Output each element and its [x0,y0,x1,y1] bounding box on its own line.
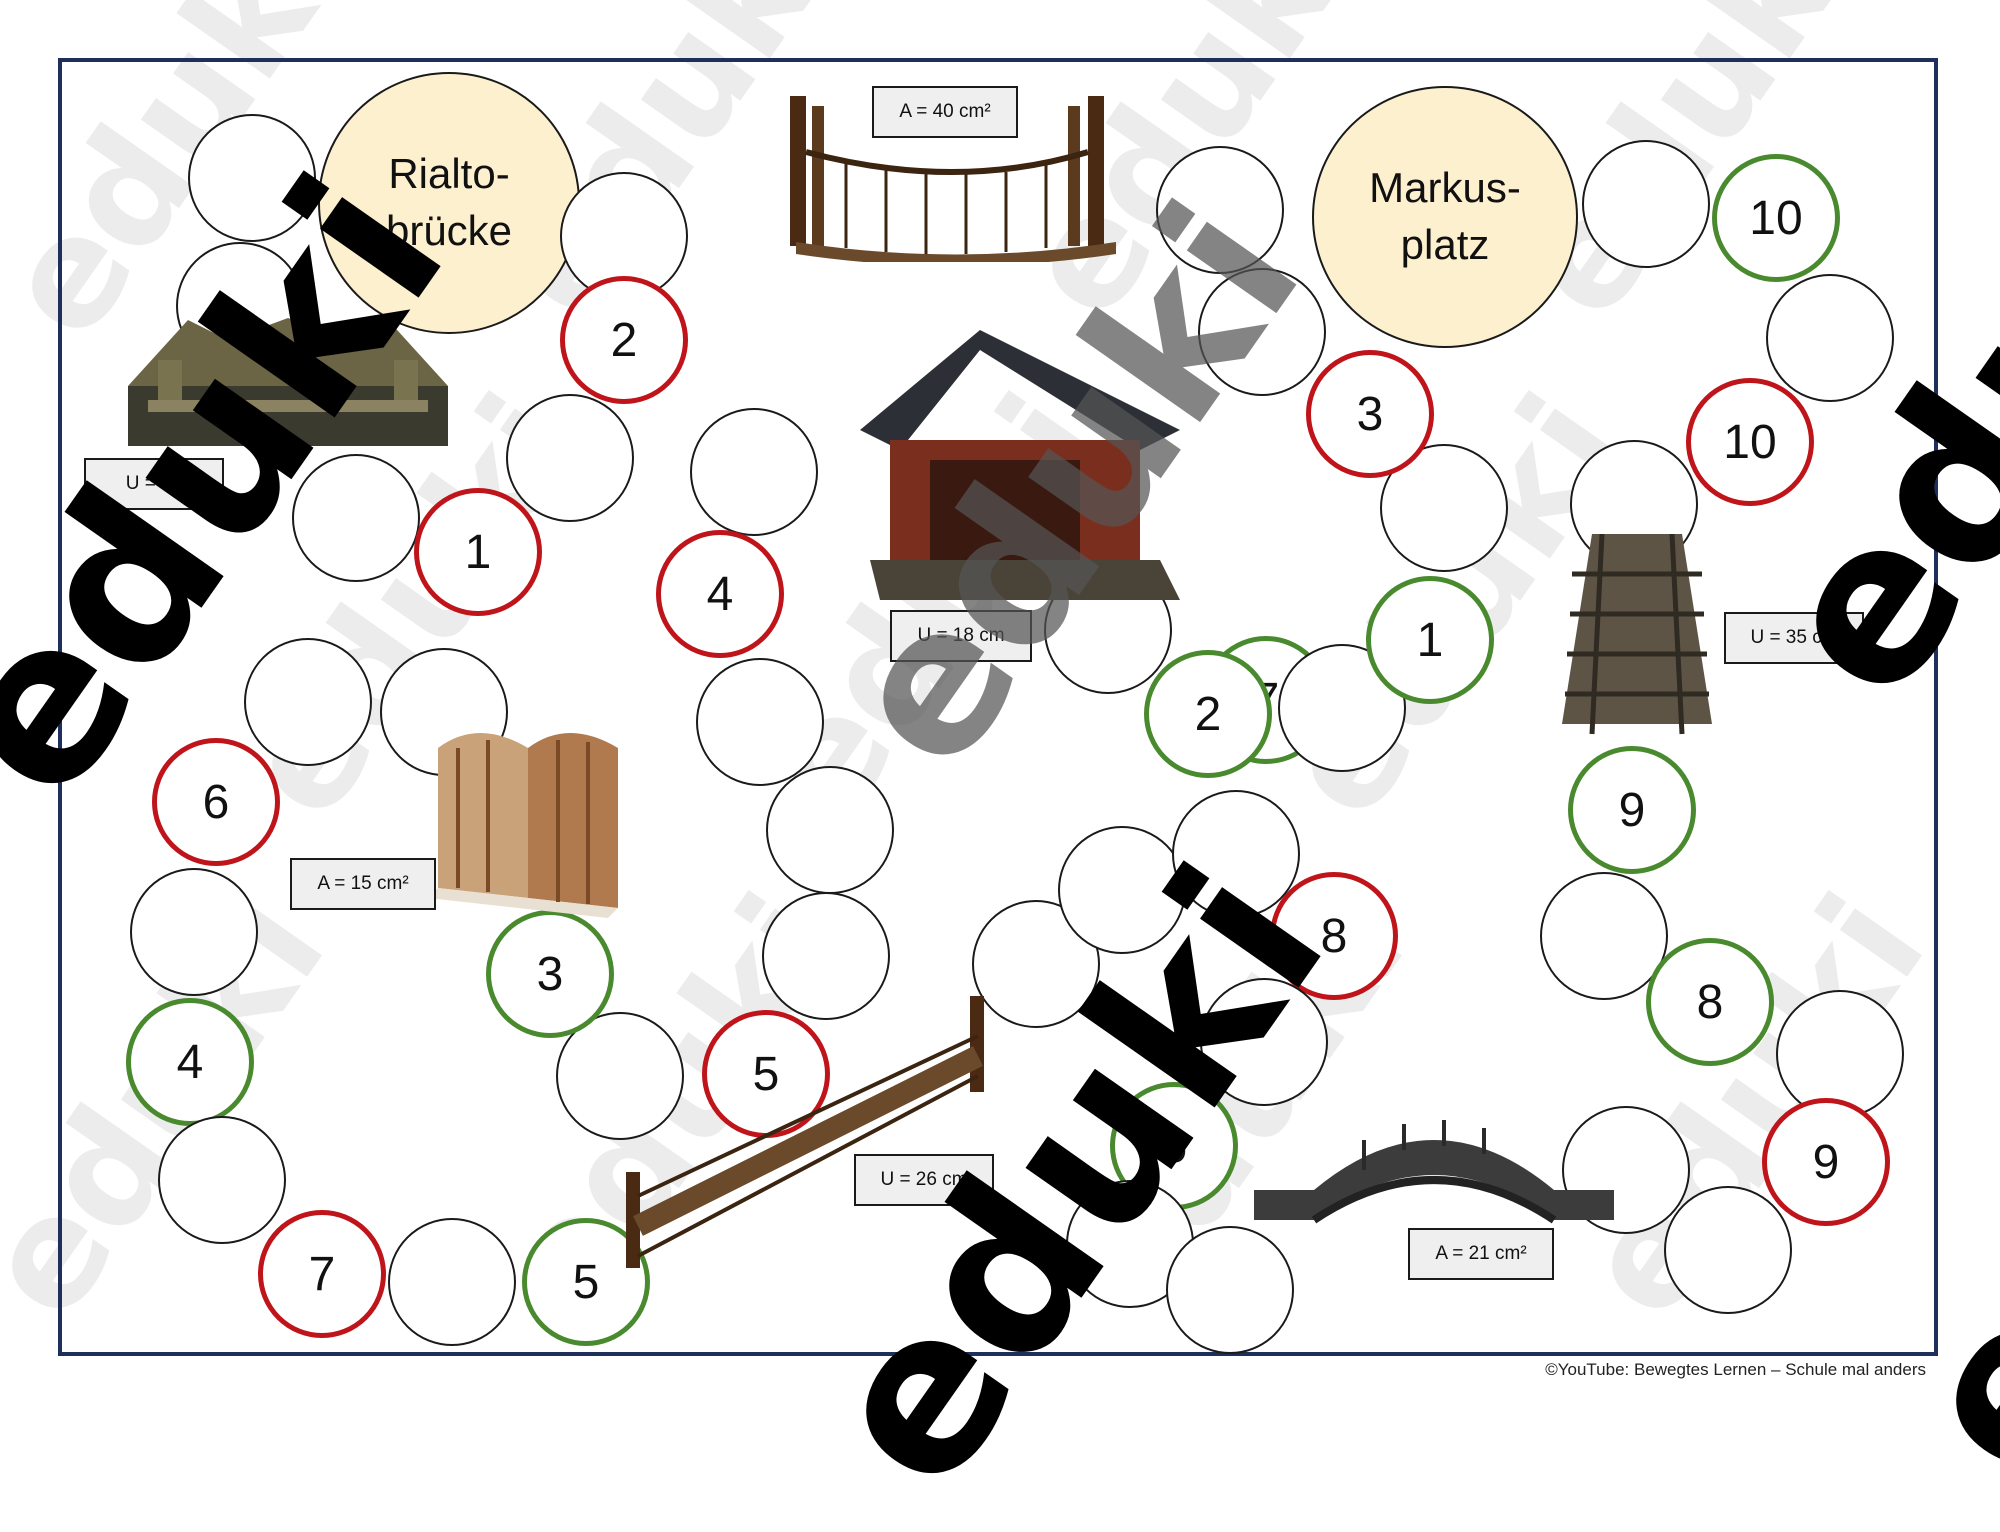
label-u18: U = 18 cm [890,610,1032,662]
track-space[interactable]: 4 [126,998,254,1126]
stone-bridge-icon [128,318,448,446]
start-field-rialto[interactable]: Rialto- brücke [318,72,580,334]
track-space[interactable] [560,172,688,300]
label-a40: A = 40 cm² [872,86,1018,138]
track-space[interactable]: 1 [1366,576,1494,704]
track-space[interactable] [1156,146,1284,274]
track-space[interactable] [766,766,894,894]
track-space[interactable]: 6 [152,738,280,866]
white-wooden-bridge-icon [428,733,618,918]
label-u22: U = 22 [84,458,224,510]
track-space[interactable]: 5 [522,1218,650,1346]
track-space[interactable]: 3 [1306,350,1434,478]
rope-bridge-icon [790,96,1116,262]
track-space[interactable]: 8 [1270,872,1398,1000]
track-space[interactable]: 7 [258,1210,386,1338]
track-space[interactable] [158,1116,286,1244]
track-space[interactable] [1664,1186,1792,1314]
track-space[interactable] [1058,826,1186,954]
track-space[interactable]: 8 [1646,938,1774,1066]
track-space[interactable] [1198,268,1326,396]
covered-bridge-icon [860,330,1180,600]
track-space[interactable] [1540,872,1668,1000]
track-space[interactable] [1200,978,1328,1106]
track-space[interactable] [188,114,316,242]
suspension-bridge-icon [626,996,984,1268]
track-space[interactable] [1582,140,1710,268]
wooden-pier-icon [1562,534,1712,735]
track-space[interactable] [696,658,824,786]
track-space[interactable] [130,868,258,996]
track-space[interactable]: 10 [1712,154,1840,282]
label-a21: A = 21 cm² [1408,1228,1554,1280]
track-space[interactable] [1172,790,1300,918]
track-space[interactable]: 9 [1762,1098,1890,1226]
track-space[interactable]: 2 [1144,650,1272,778]
copyright-text: ©YouTube: Bewegtes Lernen – Schule mal a… [1545,1360,1926,1379]
track-space[interactable] [388,1218,516,1346]
track-space[interactable] [1766,274,1894,402]
track-space[interactable]: 4 [656,530,784,658]
track-space[interactable] [292,454,420,582]
track-space[interactable] [1166,1226,1294,1354]
game-board-frame [58,58,1938,1356]
finish-field-markusplatz[interactable]: Markus- platz [1312,86,1578,348]
track-space[interactable]: 9 [1568,746,1696,874]
track-space[interactable] [762,892,890,1020]
track-space[interactable] [506,394,634,522]
track-space[interactable] [556,1012,684,1140]
track-space[interactable]: 10 [1686,378,1814,506]
label-u35: U = 35 cm [1724,612,1864,664]
track-space[interactable] [244,638,372,766]
label-a15: A = 15 cm² [290,858,436,910]
arched-bridge-icon [1254,1120,1614,1224]
track-space[interactable] [690,408,818,536]
track-space[interactable]: 3 [486,910,614,1038]
track-space[interactable]: 2 [560,276,688,404]
label-u26: U = 26 cm [854,1154,994,1206]
track-space[interactable]: 1 [414,488,542,616]
